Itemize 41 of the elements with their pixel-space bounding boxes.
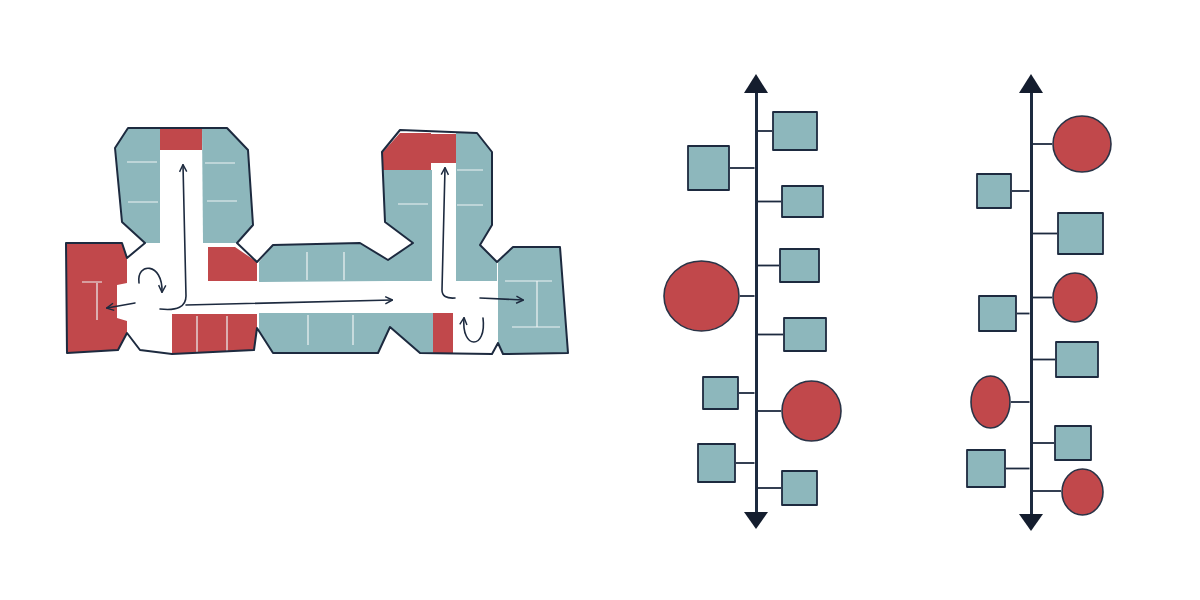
circle-node bbox=[970, 375, 1011, 429]
connector-line bbox=[738, 392, 756, 394]
connector-line bbox=[756, 410, 782, 412]
connector-line bbox=[1031, 232, 1058, 235]
connector-line bbox=[1031, 490, 1062, 492]
circle-node bbox=[781, 380, 842, 442]
circle-node bbox=[1061, 468, 1104, 516]
square-node bbox=[783, 317, 827, 352]
axis-line bbox=[1029, 93, 1033, 514]
connector-line bbox=[1031, 296, 1053, 299]
connector-line bbox=[1011, 190, 1031, 192]
circle-node bbox=[1052, 272, 1098, 323]
connector-line bbox=[1005, 467, 1031, 470]
connector-line bbox=[729, 167, 756, 169]
square-node bbox=[779, 248, 820, 283]
square-node bbox=[697, 443, 736, 483]
connector-line bbox=[1010, 401, 1031, 403]
connector-line bbox=[756, 130, 773, 132]
square-node bbox=[781, 185, 824, 218]
square-node bbox=[976, 173, 1012, 209]
axis-line bbox=[754, 93, 758, 512]
square-node bbox=[978, 295, 1017, 332]
connector-line bbox=[756, 200, 782, 203]
connector-line bbox=[1031, 358, 1056, 361]
connector-line bbox=[756, 333, 784, 336]
square-node bbox=[1055, 341, 1099, 378]
connector-line bbox=[756, 487, 782, 489]
square-node bbox=[1054, 425, 1092, 461]
square-node bbox=[687, 145, 730, 191]
square-node bbox=[781, 470, 818, 506]
connector-line bbox=[735, 462, 756, 464]
square-node bbox=[966, 449, 1006, 488]
circle-node bbox=[663, 260, 740, 332]
square-node bbox=[772, 111, 818, 151]
connector-line bbox=[1031, 442, 1055, 444]
connector-line bbox=[1031, 143, 1053, 145]
connector-line bbox=[756, 264, 780, 267]
circle-node bbox=[1052, 115, 1112, 173]
square-node bbox=[702, 376, 739, 410]
square-node bbox=[1057, 212, 1104, 255]
connector-line bbox=[739, 295, 756, 297]
